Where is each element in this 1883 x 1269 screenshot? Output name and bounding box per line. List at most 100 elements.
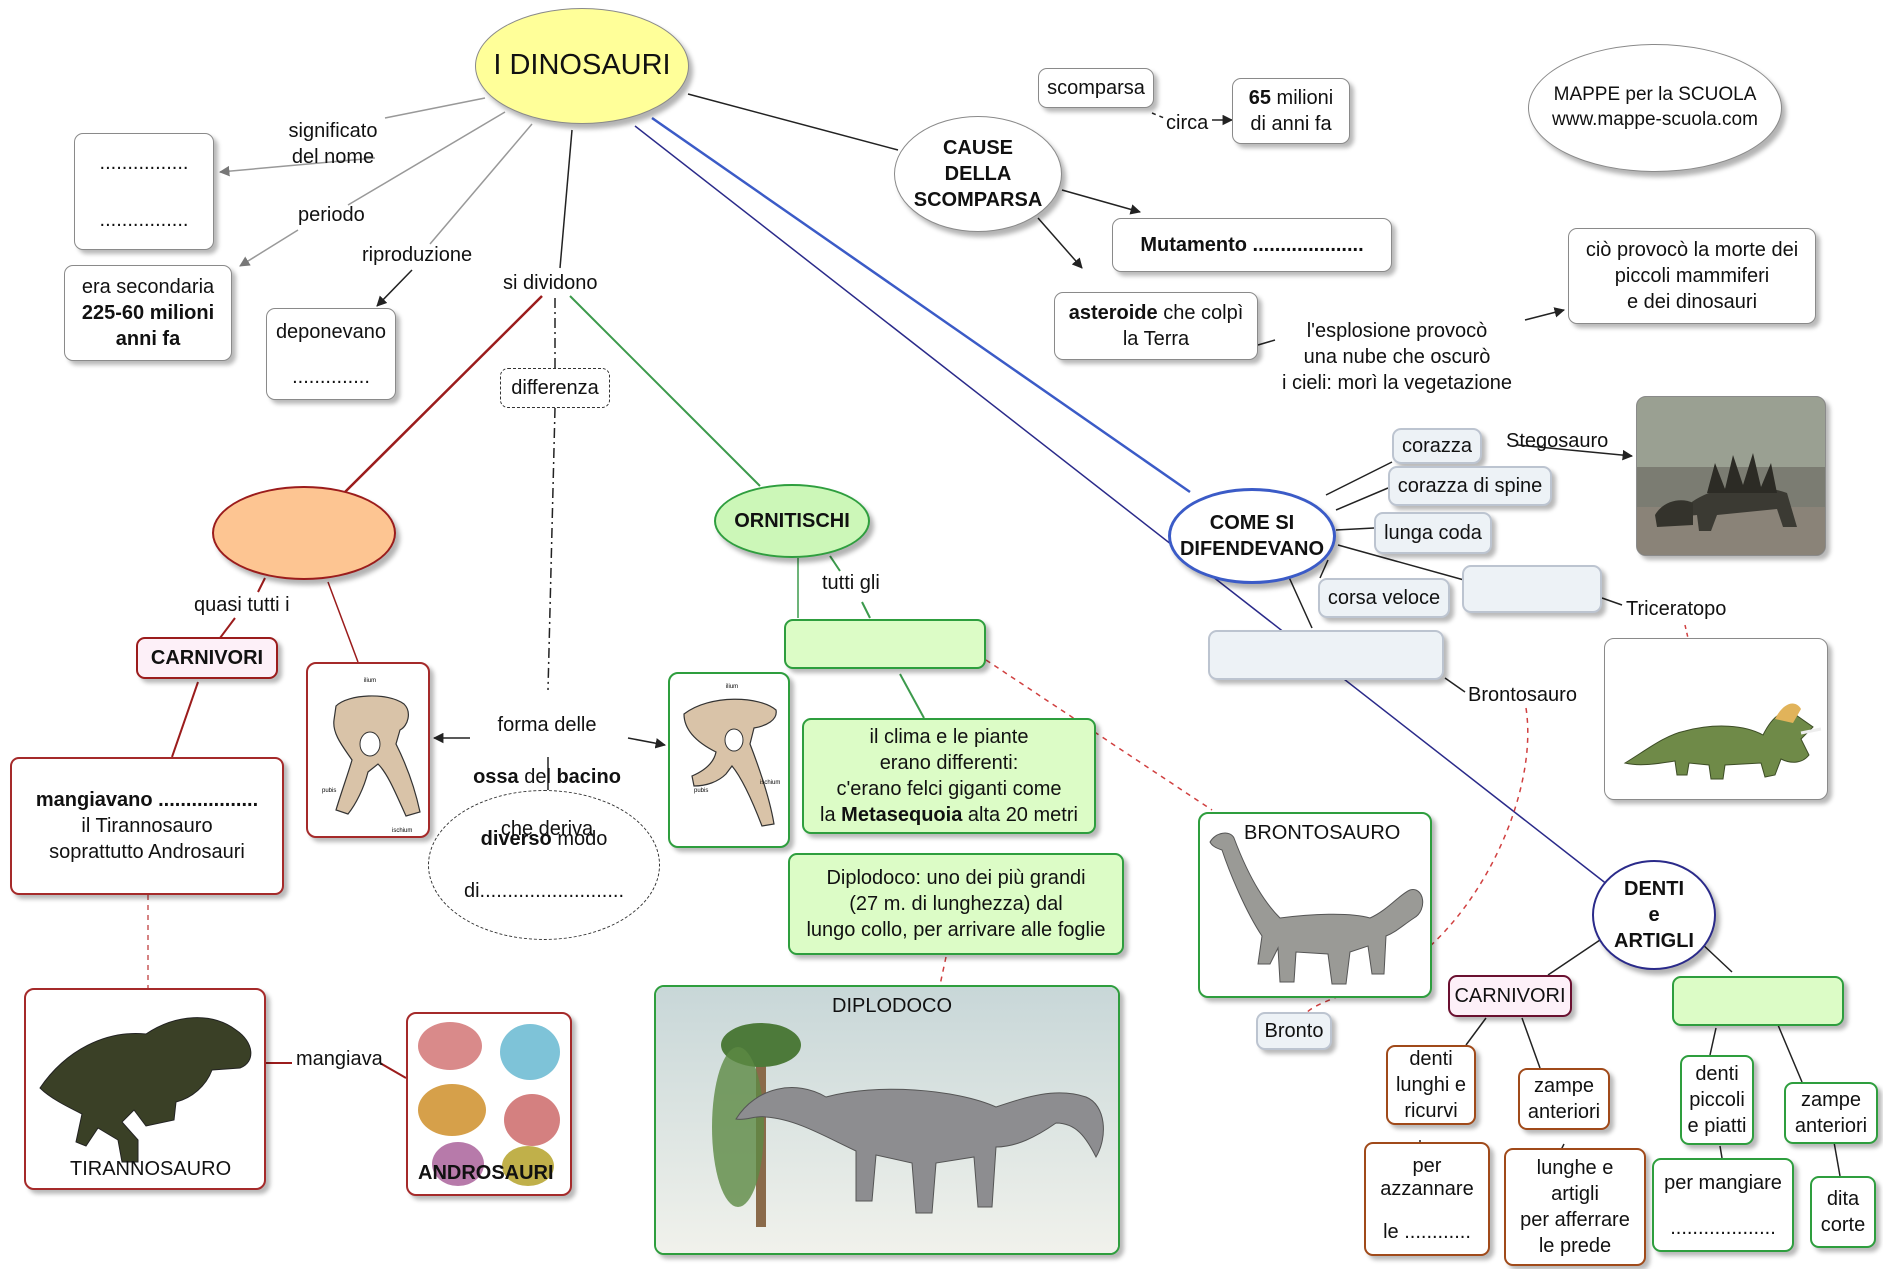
corazza-spine-box: corazza di spine: [1388, 466, 1552, 506]
title-node: I DINOSAURI: [475, 8, 689, 124]
diplodoco-line1: Diplodoco: uno dei più grandi: [826, 867, 1086, 889]
lunga-coda-box: lunga coda: [1374, 512, 1492, 554]
cause-node: CAUSE DELLA SCOMPARSA: [894, 116, 1062, 232]
diplodoco-line3: lungo collo, per arrivare alle foglie: [806, 919, 1106, 941]
label-brontosauro: Brontosauro: [1468, 684, 1577, 706]
denti-lunghi-box: denti lunghi e ricurvi: [1386, 1045, 1476, 1125]
azzannare-line2: azzannare: [1380, 1177, 1474, 1200]
per-mangiare-line1: per mangiare: [1664, 1171, 1782, 1194]
label-significato: significato del nome: [288, 120, 378, 168]
nome-blank-2: ................: [99, 209, 189, 232]
denti-artigli-node: DENTI e ARTIGLI: [1592, 860, 1716, 970]
label-riproduzione: riproduzione: [362, 244, 473, 266]
forma-line1: forma delle: [497, 714, 597, 736]
milioni-box: 65 milioni di anni fa: [1232, 78, 1350, 144]
diverso-bold: diverso: [480, 828, 552, 850]
brontosauro-blank-box: [1208, 630, 1444, 680]
diplodoco-image: DIPLODOCO: [654, 985, 1120, 1255]
pelvis-saurischi-image: ilium pubis ischium: [306, 662, 430, 838]
pelvis2-ilium-label: ilium: [726, 684, 738, 690]
nome-blank-1: ................: [99, 151, 189, 174]
deponevano-line1: deponevano: [275, 320, 387, 343]
forma-bacino: bacino: [556, 766, 621, 788]
era-line3: anni fa: [115, 328, 181, 350]
ornitischi-blank-box: [784, 619, 986, 669]
asteroide-bold: asteroide: [1068, 302, 1158, 324]
diverso-line2: di..........................: [463, 880, 625, 902]
clima-pre: la: [820, 804, 842, 826]
forma-del: del: [518, 766, 557, 788]
triceratopo-image: [1604, 638, 1828, 800]
era-line1: era secondaria: [81, 276, 215, 298]
asteroide-line2: la Terra: [1122, 328, 1190, 350]
mangiavano-line1: mangiavano ..................: [35, 789, 259, 811]
difendevano-node: COME SI DIFENDEVANO: [1168, 488, 1336, 584]
nome-blank-box: ................ ................: [74, 133, 214, 250]
androsauri-image: ANDROSAURI: [406, 1012, 572, 1196]
carnivori2-box: CARNIVORI: [1448, 975, 1572, 1017]
milioni-rest: milioni: [1271, 87, 1334, 109]
clima-box: il clima e le piante erano differenti: c…: [802, 718, 1096, 834]
mangiavano-box: mangiavano .................. il Tiranno…: [10, 757, 284, 895]
deponevano-box: deponevano ..............: [266, 308, 396, 400]
label-si-dividono: si dividono: [503, 272, 598, 294]
asteroide-box: asteroide che colpì la Terra: [1054, 292, 1258, 360]
label-mangiava: mangiava: [296, 1048, 383, 1070]
differenza-box: differenza: [500, 368, 610, 408]
erbivori-blank-box: [1672, 976, 1844, 1026]
denti-piccoli-box: denti piccoli e piatti: [1680, 1055, 1754, 1145]
pelvis1-ischium-label: ischium: [392, 828, 412, 834]
forma-ossa: ossa: [473, 766, 519, 788]
diverso-modo-node: diverso modo di.........................…: [428, 790, 660, 940]
scomparsa-box: scomparsa: [1038, 68, 1154, 108]
pelvis1-pubis-label: pubis: [322, 788, 336, 794]
pelvis2-ischium-label: ischium: [760, 780, 780, 786]
label-triceratopo: Triceratopo: [1626, 598, 1727, 620]
zampe-anteriori2-box: zampe anteriori: [1784, 1082, 1878, 1144]
ornitischi-node: ORNITISCHI: [714, 484, 870, 558]
dita-corte-box: dita corte: [1810, 1176, 1876, 1248]
diplodoco-caption: DIPLODOCO: [832, 995, 953, 1017]
diplodoco-line2: (27 m. di lunghezza) dal: [849, 893, 1063, 915]
label-periodo: periodo: [298, 204, 365, 226]
azzannare-line3: le ............: [1383, 1221, 1471, 1244]
esplosione-text: l'esplosione provocò una nube che oscurò…: [1281, 320, 1513, 394]
brontosauro-caption: BRONTOSAURO: [1244, 822, 1401, 844]
carnivori-node: CARNIVORI: [136, 637, 278, 679]
zampe-anteriori1-box: zampe anteriori: [1518, 1068, 1610, 1130]
bronto-box: Bronto: [1256, 1012, 1332, 1050]
label-stegosauro: Stegosauro: [1506, 430, 1609, 452]
mutamento-box: Mutamento ....................: [1112, 218, 1392, 272]
pelvis-ornitischi-image: ilium pubis ischium: [668, 672, 790, 848]
clima-line3: c'erano felci giganti come: [836, 778, 1062, 800]
brontosauro-image: BRONTOSAURO: [1198, 812, 1432, 998]
corazza-box: corazza: [1392, 428, 1482, 464]
label-circa: circa: [1166, 112, 1209, 134]
stegosauro-image: [1636, 396, 1826, 556]
corsa-veloce-box: corsa veloce: [1318, 578, 1450, 618]
per-mangiare-box: per mangiare ...................: [1652, 1158, 1794, 1252]
label-tutti-gli: tutti gli: [822, 572, 880, 594]
diverso-rest: modo: [551, 828, 608, 850]
diplodoco-desc-box: Diplodoco: uno dei più grandi (27 m. di …: [788, 853, 1124, 955]
clima-line2: erano differenti:: [879, 752, 1019, 774]
azzannare-box: per azzannare le ............: [1364, 1142, 1490, 1256]
milioni-line2: di anni fa: [1250, 113, 1332, 135]
site-badge: MAPPE per la SCUOLA www.mappe-scuola.com: [1528, 44, 1782, 172]
androsauri-caption: ANDROSAURI: [418, 1162, 554, 1184]
tirannosauro-caption: TIRANNOSAURO: [70, 1158, 232, 1180]
pelvis1-ilium-label: ilium: [364, 678, 376, 684]
era-box: era secondaria 225-60 milioni anni fa: [64, 265, 232, 361]
lunghe-artigli-box: lunghe e artigli per afferrare le prede: [1504, 1148, 1646, 1266]
asteroide-rest: che colpì: [1157, 302, 1244, 324]
clima-metasequoia: Metasequoia: [841, 804, 963, 826]
clima-line1: il clima e le piante: [869, 726, 1029, 748]
clima-post: alta 20 metri: [962, 804, 1078, 826]
per-mangiare-line2: ...................: [1670, 1216, 1776, 1239]
site-url: www.mappe-scuola.com: [1552, 109, 1758, 130]
saurischi-node: [212, 486, 396, 580]
site-name: MAPPE per la SCUOLA: [1553, 84, 1757, 106]
mangiavano-line3: soprattutto Androsauri: [49, 841, 245, 863]
mangiavano-line2: il Tirannosauro: [81, 815, 213, 837]
